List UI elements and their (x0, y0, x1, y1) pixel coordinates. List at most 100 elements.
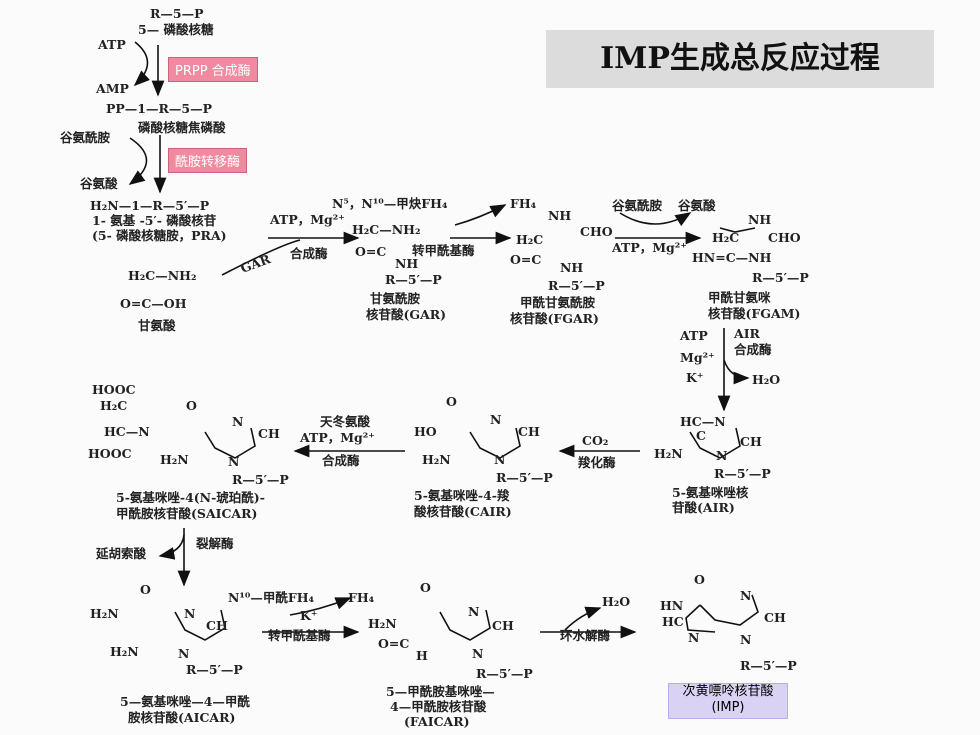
gar-synthetase: 合成酶 (290, 246, 328, 261)
lyase-label: 裂解酶 (196, 536, 234, 551)
fgam-ring (719, 227, 756, 233)
aicar-l6: N (178, 646, 190, 661)
air-l6: R—5′—P (714, 466, 771, 481)
arrow-gln-glu-2 (619, 212, 692, 227)
fgam-l4: HN=C—NH (692, 250, 772, 265)
saicar-l2: H₂C (100, 398, 128, 413)
fgam-l5: R—5′—P (752, 270, 809, 285)
faicar-l1: O (420, 580, 431, 595)
cair-l3: N (490, 412, 502, 427)
air-l1: HC—N (680, 414, 726, 429)
fgar-l1: NH (548, 208, 572, 223)
fgar-l6: R—5′—P (548, 278, 605, 293)
fgar-name1: 甲酰甘氨酰胺 (520, 295, 596, 310)
imp-l7: N (740, 632, 752, 647)
gar-name2: 核苷酸(GAR) (366, 307, 447, 322)
saicar-synthetase: 合成酶 (322, 453, 360, 468)
prpp-synthetase-box: PRPP 合成酶 (168, 57, 258, 82)
saicar-name1: 5-氨基咪唑-4(N-琥珀酰)- (116, 490, 265, 505)
h2o-out-2: H₂O (602, 594, 631, 609)
glutamate-label: 谷氨酸 (80, 176, 118, 191)
aicar-l5: H₂N (110, 644, 139, 659)
imp-box: 次黄嘌呤核苷酸 (IMP) (668, 683, 788, 719)
gar-l3: NH (395, 256, 419, 271)
pra-formula: H₂N—1—R—5′—P (90, 198, 210, 213)
fgam-l1: NH (748, 212, 772, 227)
saicar-l1: HOOC (92, 382, 136, 397)
fh4-out: FH₄ (510, 196, 537, 211)
prpp-formula: PP—1—R—5—P (106, 101, 212, 116)
fgar-l5: NH (560, 260, 584, 275)
cair-l1: O (446, 394, 457, 409)
glycine-l2: O=C—OH (120, 296, 187, 311)
faicar-l4: CH (492, 618, 514, 633)
imp-l2: HN (660, 598, 684, 613)
saicar-l6: N (232, 414, 244, 429)
transformylase-2: 转甲酰基酶 (268, 628, 331, 643)
saicar-l7: CH (258, 426, 280, 441)
slide-title: IMP生成总反应过程 (546, 30, 934, 88)
aicar-l1: O (140, 582, 151, 597)
gar-l1: H₂C—NH₂ (352, 222, 421, 237)
imp-l3: N (740, 588, 752, 603)
gar-l2: O=C (355, 244, 387, 259)
arrow-h2o-out (723, 359, 750, 385)
k-label-2: K⁺ (300, 608, 318, 623)
cair-l5: H₂N (422, 452, 451, 467)
atp-label-2: ATP (680, 328, 708, 343)
aicar-l2: H₂N (90, 606, 119, 621)
arrow-h2o-out-2 (564, 606, 602, 631)
fgar-l4: O=C (510, 252, 542, 267)
imp-l4: HC (662, 614, 684, 629)
aicar-ring (174, 609, 226, 641)
fgam-name1: 甲酰甘氨咪 (708, 290, 771, 305)
saicar-l8: H₂N (160, 452, 189, 467)
faicar-l2: H₂N (368, 616, 397, 631)
fgam-l2: H₂C (712, 230, 740, 245)
fh4-out-2: FH₄ (348, 590, 375, 605)
air-ring (689, 427, 741, 459)
saicar-l3: HC—N (104, 424, 150, 439)
air-l4: H₂N (654, 446, 683, 461)
glutamine-label-2: 谷氨酰胺 (612, 198, 663, 213)
aicar-l7: R—5′—P (186, 662, 243, 677)
arrow-atp-amp (133, 41, 150, 87)
arrow-gln-glu (128, 137, 148, 185)
aicar-l4: CH (206, 618, 228, 633)
methenyl-fh4: N⁵，N¹⁰—甲炔FH₄ (332, 196, 448, 211)
k-label: K⁺ (686, 370, 704, 385)
faicar-l3: N (468, 604, 480, 619)
fgar-name2: 核苷酸(FGAR) (510, 311, 599, 326)
faicar-l6: H (416, 648, 428, 663)
air-l3: CH (740, 434, 762, 449)
pra-abbrev: (5- 磷酸核糖胺，PRA) (92, 228, 227, 243)
aicar-name2: 胺核苷酸(AICAR) (128, 710, 236, 725)
gar-name1: 甘氨酰胺 (370, 291, 421, 306)
air-l5: N (716, 448, 728, 463)
aicar-l3: N (184, 606, 196, 621)
ribose5p-name: 5— 磷酸核糖 (138, 22, 214, 37)
step3-cofactor: ATP，Mg²⁺ (270, 212, 345, 227)
cair-l2: HO (414, 424, 437, 439)
saicar-ring (204, 427, 256, 459)
faicar-name1: 5—甲酰胺基咪唑— (386, 684, 495, 699)
saicar-l10: R—5′—P (232, 472, 289, 487)
faicar-ring (439, 609, 491, 641)
fgar-l3: H₂C (516, 232, 544, 247)
step5-cofactor: ATP，Mg²⁺ (612, 240, 687, 255)
gar-l4: R—5′—P (385, 272, 442, 287)
imp-l1: O (694, 572, 705, 587)
faicar-name3: (FAICAR) (404, 714, 470, 729)
co2-label: CO₂ (582, 433, 609, 448)
fgam-name2: 核苷酸(FGAM) (708, 306, 801, 321)
glutamine-label: 谷氨酰胺 (60, 130, 111, 145)
prpp-name: 磷酸核糖焦磷酸 (138, 120, 226, 135)
air-name2: 苷酸(AIR) (672, 500, 735, 515)
cair-l6: N (494, 452, 506, 467)
cair-l4: CH (518, 424, 540, 439)
aspartate-label: 天冬氨酸 (320, 414, 371, 429)
air-synthetase-a: AIR (734, 326, 760, 341)
imp-l5: CH (764, 610, 786, 625)
